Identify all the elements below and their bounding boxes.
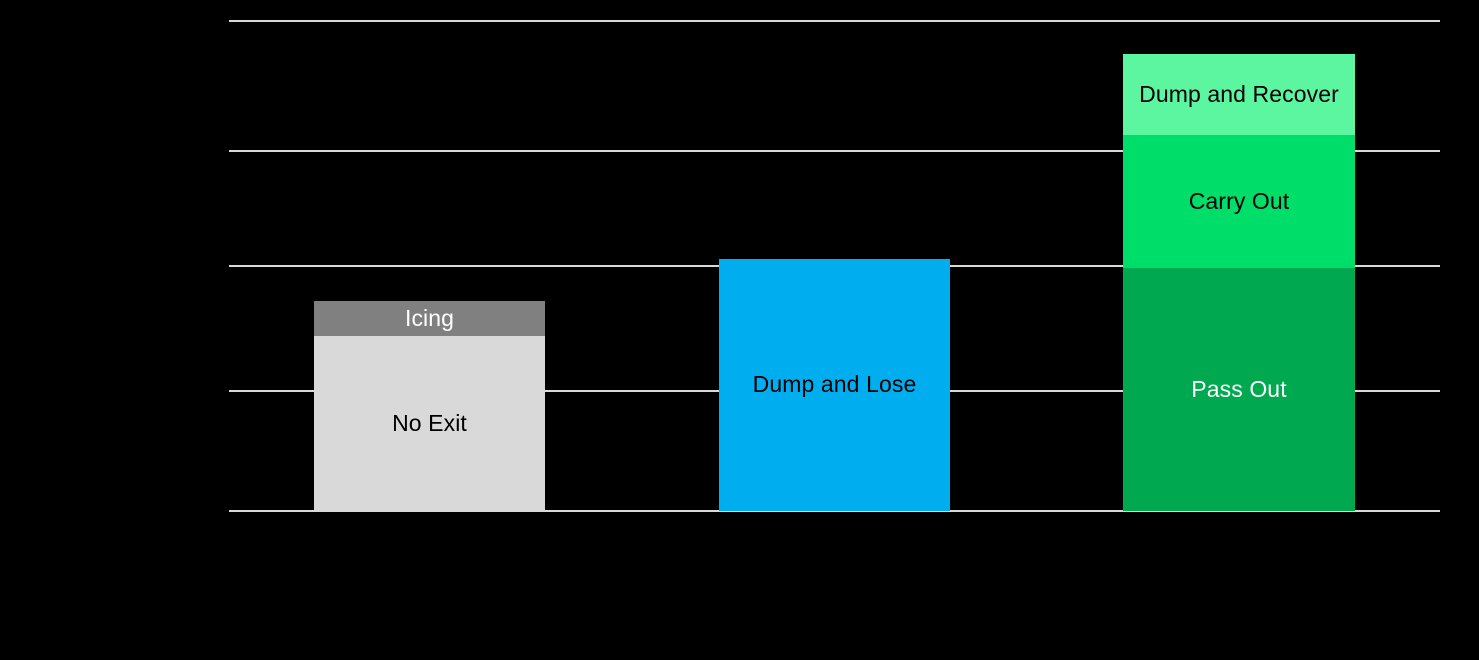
- gridline-1: [229, 150, 1440, 152]
- bar-segment[interactable]: Dump and Recover: [1123, 54, 1355, 135]
- bar-segment-label: No Exit: [392, 409, 467, 436]
- bar-1[interactable]: Dump and Lose: [719, 0, 950, 660]
- bar-segment-label: Dump and Lose: [752, 371, 917, 398]
- bar-segment[interactable]: Pass Out: [1123, 268, 1355, 511]
- axis-baseline: [229, 510, 1440, 512]
- bar-segment[interactable]: Icing: [314, 301, 545, 336]
- bar-segment-label: Dump and Recover: [1139, 80, 1339, 107]
- bar-segment[interactable]: No Exit: [314, 336, 545, 511]
- bar-segment-label: Pass Out: [1191, 375, 1287, 402]
- bar-segment-label: Icing: [404, 304, 455, 331]
- bar-segment[interactable]: Carry Out: [1123, 135, 1355, 268]
- bar-0[interactable]: Icing No Exit: [314, 0, 545, 660]
- gridline-0: [229, 20, 1440, 22]
- bar-segment-label: Carry Out: [1188, 187, 1290, 214]
- bar-segment[interactable]: Dump and Lose: [719, 259, 950, 511]
